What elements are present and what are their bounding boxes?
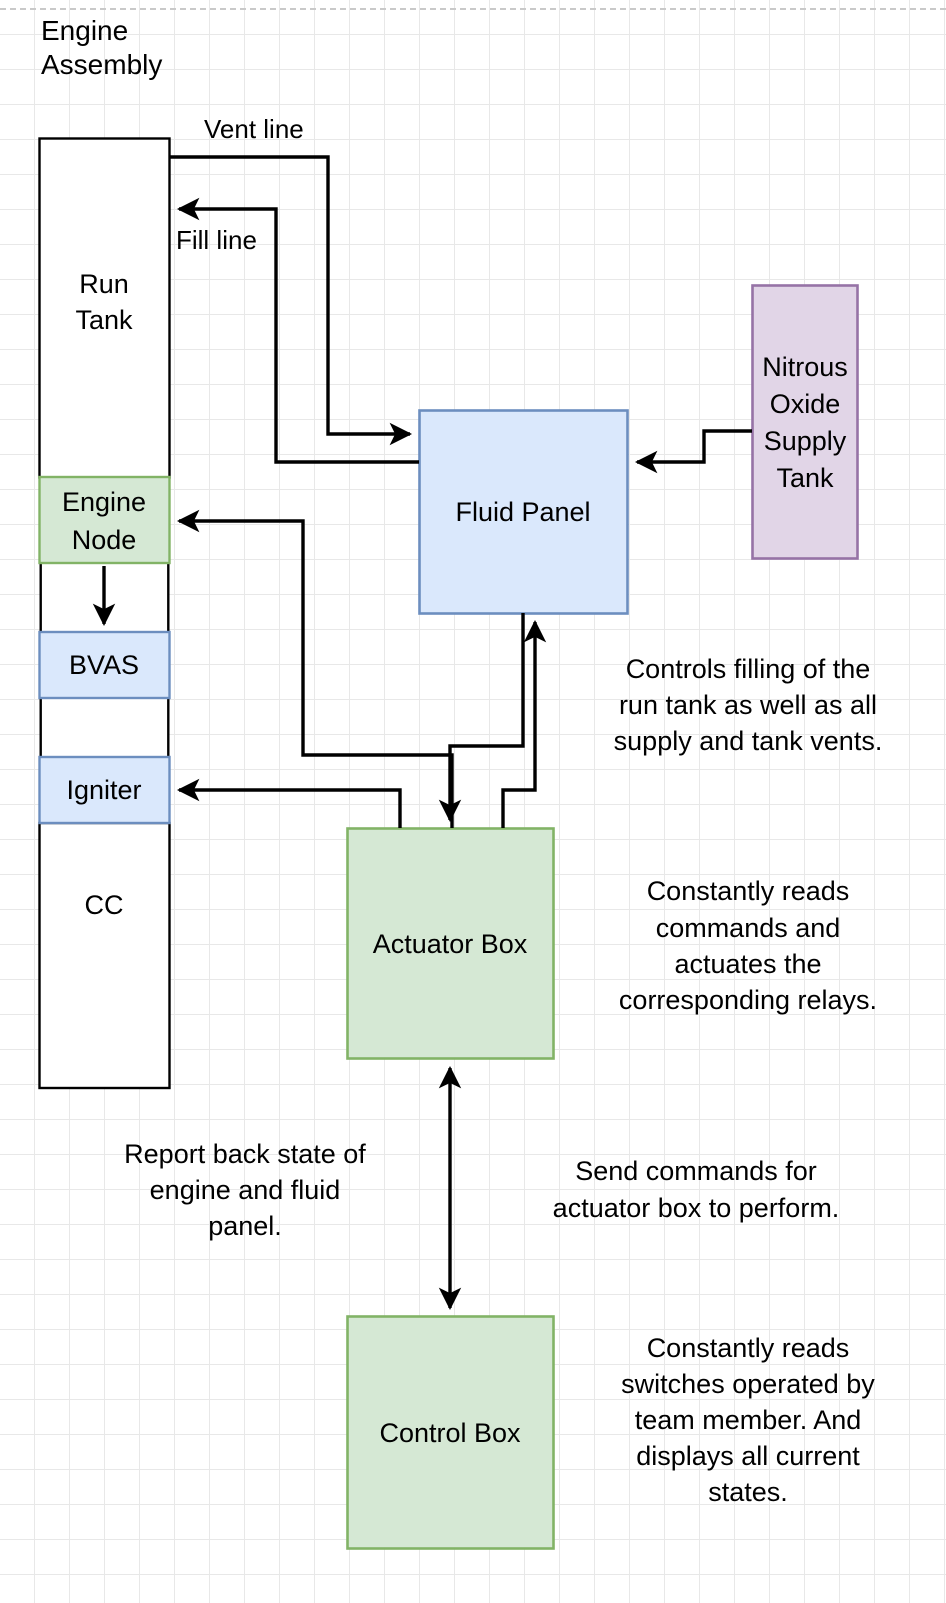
edge-fill-line (176, 197, 419, 464)
control-box-note-line3: team member. And (635, 1405, 862, 1435)
nitrous-oxide-supply-tank-node[interactable] (751, 284, 859, 560)
actuator-box-group[interactable]: Actuator Box (346, 827, 555, 1060)
report-back-note-line3: panel. (208, 1211, 282, 1241)
control-box-note-line4: displays all current (636, 1441, 860, 1471)
nitrous-tank-label-line3: Supply (764, 426, 847, 456)
nitrous-tank-label-line4: Tank (776, 463, 834, 493)
engine-assembly-title-line1: Engine (41, 15, 128, 46)
engine-assembly-title: Engine Assembly (41, 15, 162, 80)
engine-node-label-line1: Engine (62, 487, 146, 517)
fluid-panel-group[interactable]: Fluid Panel (418, 409, 629, 615)
actuator-box-note: Constantly reads commands and actuates t… (619, 876, 877, 1015)
run-tank-label-line1: Run (79, 269, 129, 299)
nitrous-tank-label-line2: Oxide (770, 389, 841, 419)
cc-node[interactable] (38, 821, 171, 1090)
engine-node-label-line2: Node (72, 525, 137, 555)
actuator-box-note-line2: commands and (656, 913, 841, 943)
cc-label: CC (85, 890, 124, 920)
edge-fluid-panel-to-actuator-box (438, 613, 525, 823)
fluid-panel-note-line3: supply and tank vents. (614, 726, 883, 756)
vent-line-label: Vent line (204, 114, 304, 144)
control-box-note-line2: switches operated by (621, 1369, 875, 1399)
igniter-label: Igniter (66, 775, 141, 805)
send-commands-note-line2: actuator box to perform. (553, 1193, 840, 1223)
run-tank-label-line2: Tank (75, 305, 133, 335)
actuator-box-note-line3: actuates the (674, 949, 821, 979)
bvas-label: BVAS (69, 650, 139, 680)
control-box-node[interactable] (346, 1315, 555, 1550)
nitrous-oxide-supply-tank-group[interactable]: Nitrous Oxide Supply Tank (751, 284, 859, 560)
control-box-label: Control Box (379, 1418, 521, 1448)
report-back-note-line2: engine and fluid (150, 1175, 341, 1205)
fill-line-label: Fill line (176, 225, 257, 255)
control-box-note: Constantly reads switches operated by te… (621, 1333, 875, 1507)
send-commands-note: Send commands for actuator box to perfor… (553, 1156, 840, 1223)
fluid-panel-label: Fluid Panel (455, 497, 590, 527)
run-tank-node[interactable] (38, 137, 171, 479)
igniter-node[interactable] (38, 755, 171, 825)
actuator-box-label: Actuator Box (373, 929, 528, 959)
engine-assembly-column: Run Tank CC Engine Node BVAS Igniter (38, 137, 171, 1090)
report-back-note-line1: Report back state of (124, 1139, 366, 1169)
actuator-box-note-line4: corresponding relays. (619, 985, 877, 1015)
bvas-node[interactable] (38, 630, 171, 700)
control-box-note-line5: states. (708, 1477, 788, 1507)
top-dashed-rule (0, 8, 946, 10)
edge-actuator-box-to-engine-node (176, 509, 454, 828)
fluid-panel-note-line1: Controls filling of the (626, 654, 871, 684)
control-box-group[interactable]: Control Box (346, 1315, 555, 1550)
engine-node-node[interactable] (38, 475, 171, 565)
report-back-note: Report back state of engine and fluid pa… (124, 1139, 366, 1241)
fluid-panel-note-line2: run tank as well as all (619, 690, 877, 720)
send-commands-note-line1: Send commands for (575, 1156, 817, 1186)
nitrous-tank-label-line1: Nitrous (762, 352, 848, 382)
edge-actuator-box-to-igniter (176, 778, 402, 828)
fluid-panel-note: Controls filling of the run tank as well… (614, 654, 883, 756)
fluid-panel-node[interactable] (418, 409, 629, 615)
actuator-box-note-line1: Constantly reads (647, 876, 850, 906)
edge-actuator-box-to-fluid-panel (501, 619, 547, 828)
column-gap-2 (39, 698, 170, 757)
edge-vent-line (169, 155, 413, 446)
actuator-box-node[interactable] (346, 827, 555, 1060)
control-box-note-line1: Constantly reads (647, 1333, 850, 1363)
edge-nitrous-tank-to-fluid-panel (634, 429, 752, 474)
engine-assembly-title-line2: Assembly (41, 49, 162, 80)
